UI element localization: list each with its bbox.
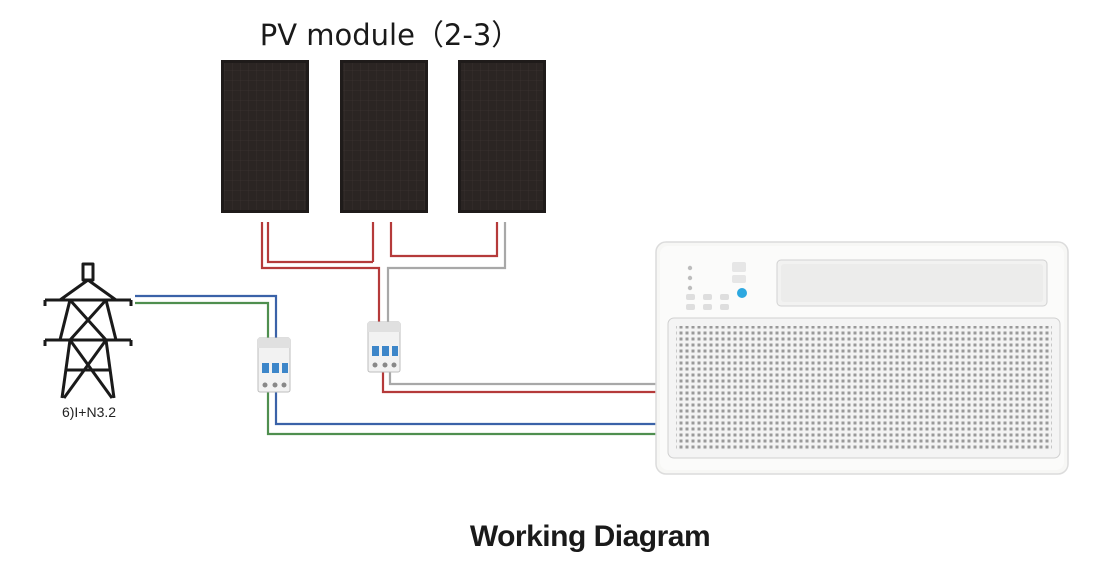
pv-panel-3 — [458, 60, 546, 213]
blue-wire — [135, 294, 278, 338]
pv-wiring — [260, 222, 662, 394]
red-wire — [260, 222, 381, 322]
diagram-title: PV module（2-3） — [259, 18, 521, 52]
pv-panel-2 — [340, 60, 428, 213]
tower-icon — [43, 262, 133, 399]
grid-breaker — [257, 337, 291, 393]
ac-unit — [655, 241, 1069, 475]
gray-wire — [386, 222, 507, 322]
pv-panel-1 — [221, 60, 309, 213]
grid-wiring — [135, 294, 662, 436]
green-wire — [135, 301, 270, 338]
control-panel — [686, 262, 747, 310]
pv-breaker — [367, 321, 401, 373]
tower-label: 6)I+N3.2 — [61, 404, 117, 420]
diagram-caption: Working Diagram — [469, 520, 711, 553]
